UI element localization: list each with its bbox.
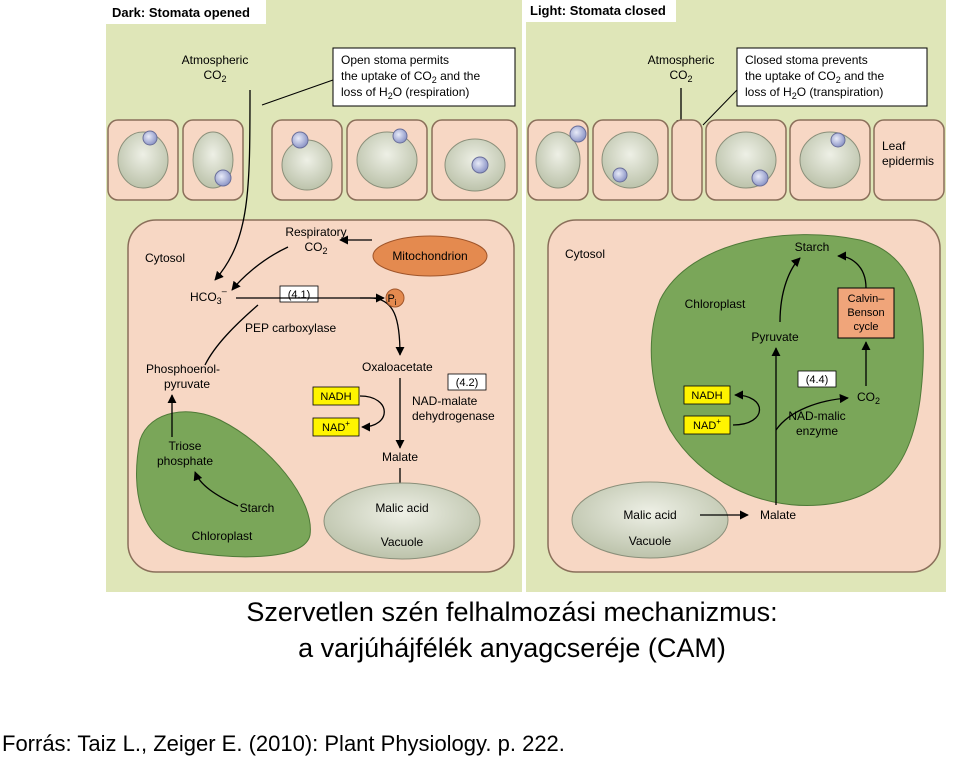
right-malic-enzyme-label2: enzyme bbox=[796, 424, 838, 438]
right-calvin-label3: cycle bbox=[853, 321, 878, 333]
svg-text:loss of H2O (respiration): loss of H2O (respiration) bbox=[341, 85, 469, 101]
right-reaction-44-box bbox=[797, 370, 837, 388]
left-pep-carboxylase-label: PEP carboxylase bbox=[245, 321, 336, 335]
left-nad-box bbox=[312, 417, 360, 437]
left-nad-label: NAD+ bbox=[322, 419, 350, 434]
right-cytosol-label: Cytosol bbox=[565, 247, 605, 261]
left-pep-to-main-arrow bbox=[204, 304, 259, 366]
left-heading-bar bbox=[106, 0, 266, 24]
svg-text:Open stoma permits: Open stoma permits bbox=[341, 53, 449, 67]
right-nadh-label: NADH bbox=[691, 390, 722, 402]
right-leaf-label: Leaf bbox=[882, 139, 906, 153]
caption-title-line1: Szervetlen szén felhalmozási mechanizmus… bbox=[246, 597, 778, 627]
right-pyruvate-to-starch-arrow bbox=[779, 257, 801, 323]
left-reaction-42-box bbox=[447, 373, 487, 391]
right-calvin-label2: Benson bbox=[847, 307, 884, 319]
right-malic-acid-label: Malic acid bbox=[623, 508, 676, 522]
left-chloroplast-label: Chloroplast bbox=[192, 529, 253, 543]
right-vacuole bbox=[571, 481, 729, 559]
left-stoma-note: Open stoma permits the uptake of CO2 and… bbox=[261, 47, 516, 107]
left-resp-co2-to-hco3-arrow bbox=[231, 246, 289, 291]
left-mitochondrion bbox=[372, 235, 488, 277]
svg-text:the uptake of CO2 and the: the uptake of CO2 and the bbox=[341, 69, 480, 85]
left-malate-dh-label: NAD-malate bbox=[412, 394, 478, 408]
left-cytosol-label: Cytosol bbox=[145, 251, 185, 265]
right-stoma-note: Closed stoma prevents the uptake of CO2 … bbox=[702, 47, 928, 126]
left-pep-label2: pyruvate bbox=[164, 377, 210, 391]
right-pyruvate-label: Pyruvate bbox=[751, 330, 799, 344]
right-atmospheric-label: Atmospheric bbox=[648, 53, 715, 67]
svg-text:loss of H2O (transpiration): loss of H2O (transpiration) bbox=[745, 85, 883, 101]
right-atmospheric-co2: CO2 bbox=[669, 68, 692, 84]
left-starch-label: Starch bbox=[240, 501, 275, 515]
left-nuclei bbox=[142, 128, 489, 187]
right-calvin-to-starch-arrow bbox=[837, 251, 867, 289]
svg-text:Closed stoma prevents: Closed stoma prevents bbox=[745, 53, 868, 67]
left-panel: Dark: Stomata opened Atmospheric CO2 Ope… bbox=[106, 0, 522, 592]
left-respiratory-label: Respiratory bbox=[285, 225, 346, 239]
left-atmospheric-label: Atmospheric bbox=[182, 53, 249, 67]
left-mitochondrion-label: Mitochondrion bbox=[392, 249, 467, 263]
right-reaction-44: (4.4) bbox=[806, 374, 829, 386]
left-pep-label: Phosphoenol- bbox=[146, 362, 220, 376]
left-hco3-label: HCO3– bbox=[190, 286, 227, 306]
left-starch-to-triose-arrow bbox=[193, 471, 239, 507]
right-malic-enzyme-label1: NAD-malic bbox=[788, 409, 845, 423]
right-starch-label: Starch bbox=[795, 240, 830, 254]
left-malate-label: Malate bbox=[382, 450, 418, 464]
right-chloroplast-label: Chloroplast bbox=[685, 297, 746, 311]
right-nadh-box bbox=[683, 385, 731, 405]
left-malic-acid-label: Malic acid bbox=[375, 501, 428, 515]
right-panel: Light: Stomata closed Atmospheric CO2 Cl… bbox=[526, 0, 946, 592]
right-co2-release-arrow bbox=[775, 394, 849, 431]
cam-diagram: Dark: Stomata opened Atmospheric CO2 Ope… bbox=[106, 0, 946, 592]
left-vacuole-label: Vacuole bbox=[381, 535, 424, 549]
left-reaction-42: (4.2) bbox=[456, 377, 479, 389]
right-calvin-label1: Calvin– bbox=[848, 293, 886, 305]
right-nad-label: NAD+ bbox=[693, 417, 721, 432]
left-pi-label: Pi bbox=[387, 293, 396, 307]
right-epidermis-vacuoles bbox=[535, 131, 861, 189]
left-nadh-box bbox=[312, 386, 360, 406]
right-calvin-box bbox=[837, 287, 895, 339]
caption-source: Forrás: Taiz L., Zeiger E. (2010): Plant… bbox=[2, 731, 565, 756]
left-triose-label: Triose bbox=[169, 439, 202, 453]
left-heading: Dark: Stomata opened bbox=[112, 5, 250, 20]
left-nadh-cofactor-arrow bbox=[359, 395, 385, 432]
right-vacuole-label: Vacuole bbox=[629, 534, 672, 548]
left-malate-dh-label2: dehydrogenase bbox=[412, 409, 495, 423]
right-nad-box bbox=[683, 415, 731, 435]
left-atmospheric-co2: CO2 bbox=[203, 68, 226, 84]
left-nadh-label: NADH bbox=[320, 391, 351, 403]
left-oxaloacetate-label: Oxaloacetate bbox=[362, 360, 433, 374]
left-reaction-41: (4.1) bbox=[288, 289, 311, 301]
caption-title-line2: a varjúhájfélék anyagcseréje (CAM) bbox=[298, 633, 726, 663]
right-heading-bar bbox=[526, 0, 676, 22]
left-triose-label2: phosphate bbox=[157, 454, 213, 468]
left-co2-influx-arrow bbox=[214, 89, 251, 281]
svg-text:the uptake of CO2 and the: the uptake of CO2 and the bbox=[745, 69, 884, 85]
left-vacuole bbox=[323, 482, 481, 560]
right-co2-label: CO2 bbox=[857, 390, 880, 406]
left-chloroplast bbox=[136, 411, 311, 558]
left-respiratory-co2: CO2 bbox=[304, 240, 327, 256]
right-malate-label: Malate bbox=[760, 508, 796, 522]
right-epidermis-label: epidermis bbox=[882, 154, 934, 168]
right-nad-cofactor-arrow bbox=[732, 390, 761, 426]
left-pi-circle bbox=[385, 288, 405, 308]
right-nuclei bbox=[569, 125, 846, 187]
right-heading: Light: Stomata closed bbox=[530, 3, 666, 18]
